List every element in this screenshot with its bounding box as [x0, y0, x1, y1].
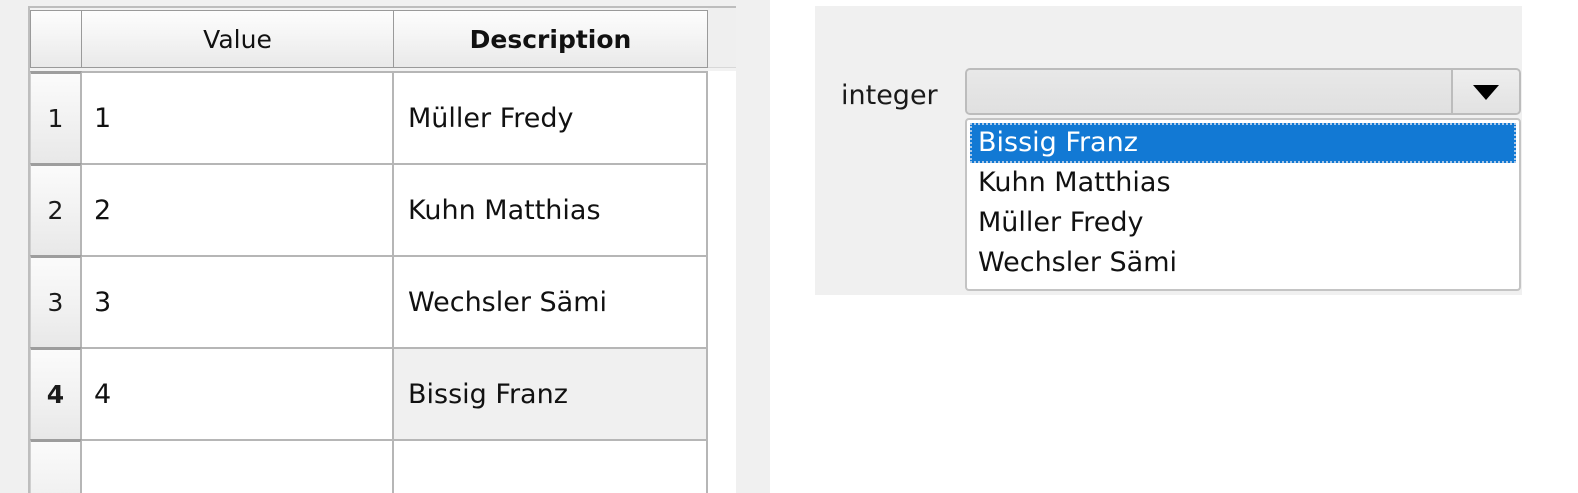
grid-header-row: Value Description	[30, 8, 736, 71]
list-item[interactable]: Wechsler Sämi	[978, 247, 1178, 278]
cell-value[interactable]: 3	[82, 255, 394, 347]
table-row[interactable]: 3 3 Wechsler Sämi	[30, 255, 736, 347]
data-grid[interactable]: Value Description 1 1 Müller Fredy 2 2 K…	[28, 6, 736, 493]
combobox[interactable]	[965, 68, 1521, 115]
combobox-value[interactable]	[967, 70, 1453, 113]
grid-region: Value Description 1 1 Müller Fredy 2 2 K…	[0, 0, 770, 493]
table-row-empty[interactable]	[30, 439, 736, 493]
list-item[interactable]: Müller Fredy	[978, 207, 1144, 238]
cell-value[interactable]: 1	[82, 71, 394, 163]
row-number-cell[interactable]	[30, 439, 82, 493]
column-header-value[interactable]: Value	[82, 10, 394, 68]
cell-description[interactable]: Wechsler Sämi	[394, 255, 708, 347]
cell-description-active[interactable]: Bissig Franz	[394, 347, 708, 439]
chevron-down-icon[interactable]	[1453, 70, 1519, 113]
row-number-cell[interactable]: 1	[30, 71, 82, 163]
cell-description[interactable]	[394, 439, 708, 493]
grid-corner-header-cell[interactable]	[30, 10, 82, 68]
combo-label: integer	[841, 80, 938, 111]
column-header-description[interactable]: Description	[394, 10, 708, 68]
row-number-cell[interactable]: 4	[30, 347, 82, 439]
list-item[interactable]: Bissig Franz	[970, 123, 1516, 163]
cell-description[interactable]: Müller Fredy	[394, 71, 708, 163]
combo-panel: integer Bissig Franz Kuhn Matthias Mülle…	[815, 6, 1522, 295]
row-number-cell[interactable]: 3	[30, 255, 82, 347]
cell-value[interactable]	[82, 439, 394, 493]
row-number-cell[interactable]: 2	[30, 163, 82, 255]
cell-value[interactable]: 4	[82, 347, 394, 439]
list-item[interactable]: Kuhn Matthias	[978, 167, 1171, 198]
cell-value[interactable]: 2	[82, 163, 394, 255]
table-row[interactable]: 1 1 Müller Fredy	[30, 71, 736, 163]
table-row[interactable]: 2 2 Kuhn Matthias	[30, 163, 736, 255]
grid-body: 1 1 Müller Fredy 2 2 Kuhn Matthias 3 3 W…	[30, 71, 736, 493]
cell-description[interactable]: Kuhn Matthias	[394, 163, 708, 255]
combobox-dropdown-list[interactable]: Bissig Franz Kuhn Matthias Müller Fredy …	[965, 118, 1521, 291]
table-row-current[interactable]: 4 4 Bissig Franz	[30, 347, 736, 439]
column-header-filler	[708, 8, 736, 68]
